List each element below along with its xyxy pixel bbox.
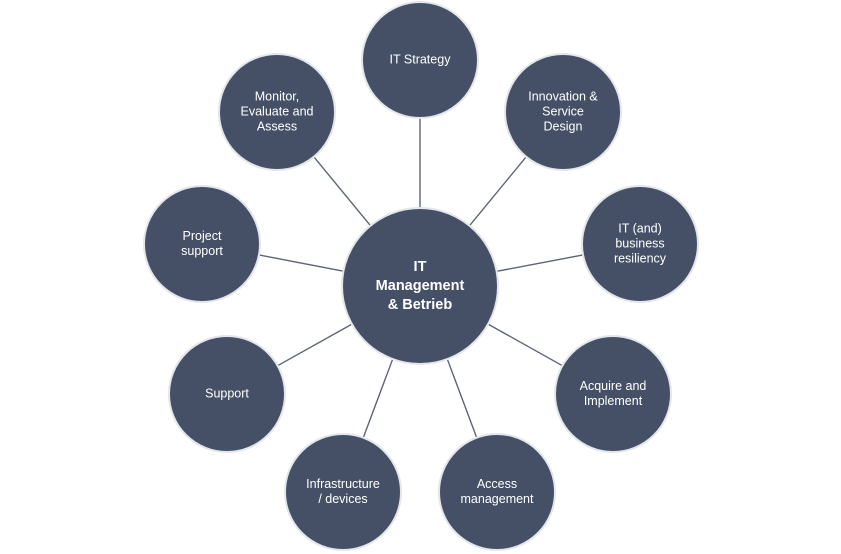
spoke-acquire-implement xyxy=(487,323,563,367)
node-circle-innovation-service-design xyxy=(504,53,622,171)
spoke-innovation-service-design xyxy=(468,156,527,227)
node-circle-acquire-implement xyxy=(554,335,672,453)
spoke-it-business-resiliency xyxy=(496,254,584,273)
node-label-it-business-resiliency-line-1: IT (and) xyxy=(618,221,662,235)
node-circle-monitor-evaluate-assess xyxy=(218,53,336,171)
center-node: IT Management & Betrieb xyxy=(341,207,499,365)
node-it-strategy: IT Strategy xyxy=(361,1,479,119)
node-label-it-business-resiliency-line-2: business xyxy=(615,236,664,250)
spoke-project-support xyxy=(258,254,344,272)
node-label-access-management-line-1: Access xyxy=(477,477,517,491)
node-label-innovation-service-design-line-2: Service xyxy=(542,104,584,118)
node-support: Support xyxy=(168,335,286,453)
center-label-line-2: Management xyxy=(376,278,465,294)
node-label-it-business-resiliency-line-3: resiliency xyxy=(614,251,667,265)
center-label-line-1: IT xyxy=(414,259,427,275)
node-circle-support xyxy=(168,335,286,453)
node-label-monitor-evaluate-assess-line-2: Evaluate and xyxy=(241,104,314,118)
node-label-monitor-evaluate-assess-line-3: Assess xyxy=(257,119,297,133)
node-label-infrastructure-devices-line-1: Infrastructure xyxy=(306,477,380,491)
node-label-innovation-service-design-line-1: Innovation & xyxy=(528,89,598,103)
node-circle-access-management xyxy=(438,433,556,551)
spokes xyxy=(258,118,584,438)
node-label-project-support-line-2: support xyxy=(181,244,223,258)
center-circle xyxy=(341,207,499,365)
node-label-support-line-1: Support xyxy=(205,386,249,400)
spoke-support xyxy=(277,323,353,367)
spoke-infrastructure-devices xyxy=(362,358,394,438)
node-label-it-strategy-line-1: IT Strategy xyxy=(390,52,452,66)
node-circle-it-business-resiliency xyxy=(581,185,699,303)
node-label-acquire-implement-line-1: Acquire and xyxy=(580,379,647,393)
node-label-infrastructure-devices-line-2: / devices xyxy=(318,492,367,506)
spoke-access-management xyxy=(446,358,478,438)
node-label-acquire-implement-line-2: Implement xyxy=(584,394,643,408)
node-label-access-management-line-2: management xyxy=(461,492,534,506)
node-label-innovation-service-design-line-3: Design xyxy=(544,119,583,133)
spoke-monitor-evaluate-assess xyxy=(313,156,372,227)
node-label-project-support-line-1: Project xyxy=(183,229,222,243)
node-label-monitor-evaluate-assess-line-1: Monitor, xyxy=(255,89,299,103)
center-label-line-3: & Betrieb xyxy=(388,297,453,313)
node-circle-it-strategy xyxy=(361,1,479,119)
node-circle-project-support xyxy=(143,185,261,303)
node-circle-infrastructure-devices xyxy=(284,433,402,551)
node-infrastructure-devices: Infrastructure/ devices xyxy=(284,433,402,551)
